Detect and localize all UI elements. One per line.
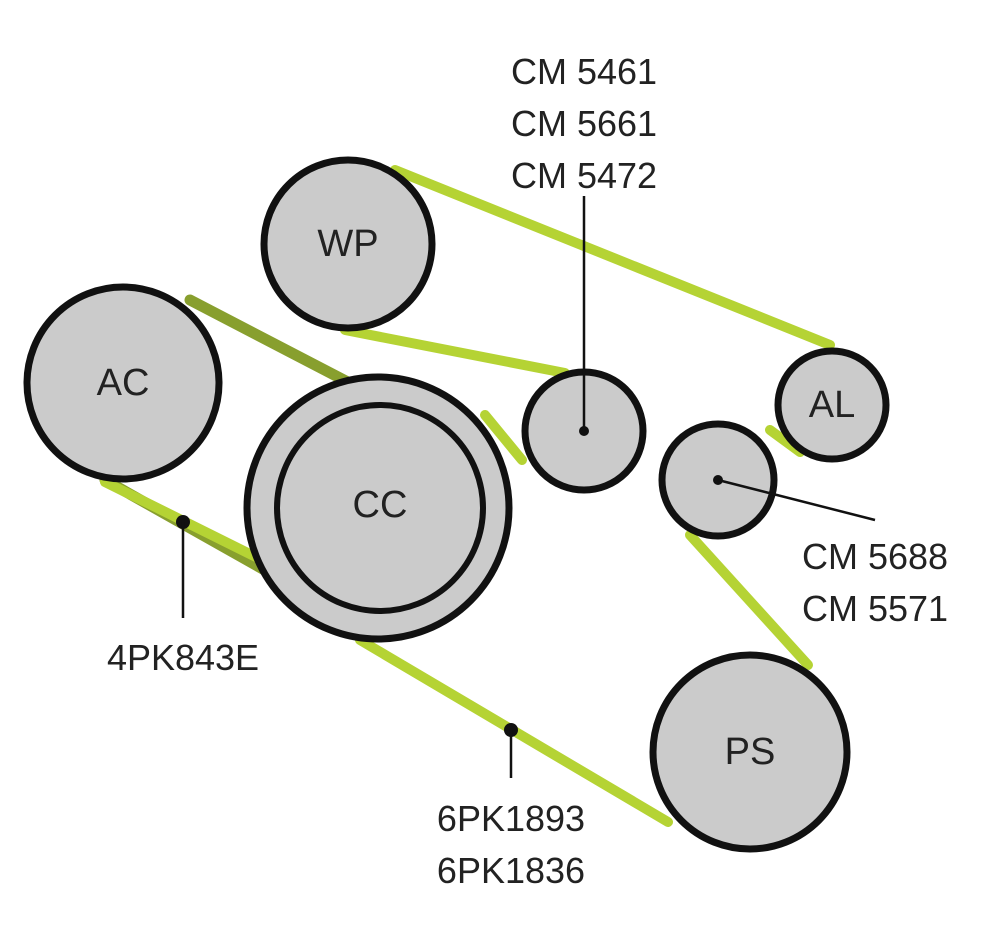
part-cm-5571: CM 5571 bbox=[802, 588, 948, 629]
pulley-label-ps: PS bbox=[725, 731, 776, 773]
belt-6pk-tensioner-to-ps bbox=[685, 530, 813, 670]
belt-6pk-wp-to-idler bbox=[340, 325, 570, 378]
pulley-wp: WP bbox=[260, 156, 436, 332]
part-6pk1836: 6PK1836 bbox=[437, 850, 585, 891]
part-6pk1893: 6PK1893 bbox=[437, 798, 585, 839]
pulley-cc: CC bbox=[243, 373, 513, 643]
belt-6pk-wp-to-al bbox=[390, 165, 835, 350]
part-cm-5472: CM 5472 bbox=[511, 155, 657, 196]
label-belt-6pk-parts: 6PK1893 6PK1836 bbox=[437, 798, 585, 891]
part-4pk843e: 4PK843E bbox=[107, 637, 259, 678]
pulley-ac: AC bbox=[23, 283, 223, 483]
pulley-label-cc: CC bbox=[353, 484, 408, 526]
pulley-label-ac: AC bbox=[97, 362, 150, 404]
pulley-al: AL bbox=[774, 347, 890, 463]
pulley-label-al: AL bbox=[809, 384, 855, 426]
label-idler-parts: CM 5461 CM 5661 CM 5472 bbox=[511, 51, 657, 196]
pulley-ps: PS bbox=[649, 651, 851, 853]
part-cm-5688: CM 5688 bbox=[802, 536, 948, 577]
pulley-label-wp: WP bbox=[317, 223, 378, 265]
belt-6pk-idler-to-cc bbox=[480, 410, 527, 465]
label-tensioner-parts: CM 5688 CM 5571 bbox=[802, 536, 948, 629]
part-cm-5461: CM 5461 bbox=[511, 51, 657, 92]
part-cm-5661: CM 5661 bbox=[511, 103, 657, 144]
leader-tensioner bbox=[717, 478, 876, 522]
